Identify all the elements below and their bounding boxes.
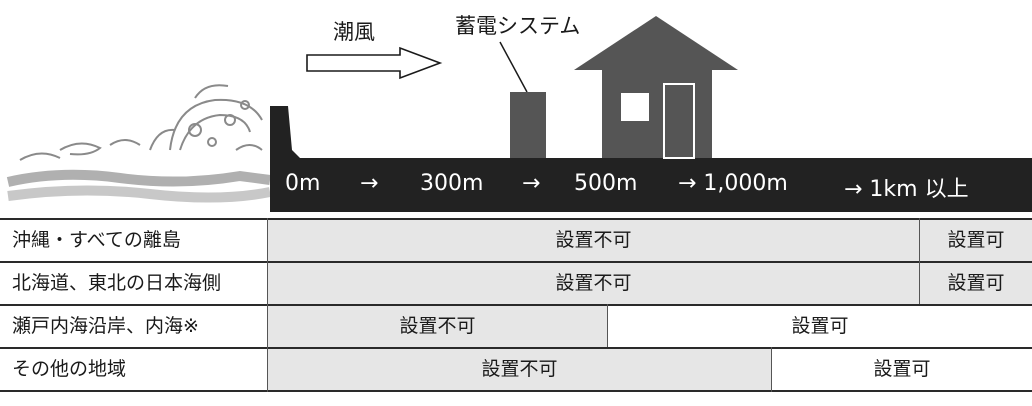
wind-arrow-icon	[306, 46, 443, 80]
allowed-cell: 設置可	[772, 349, 1032, 390]
column-divider	[267, 218, 268, 392]
forbidden-cell: 設置不可	[268, 263, 919, 304]
ground-band	[270, 158, 1032, 212]
wind-label: 潮風	[333, 20, 375, 44]
distance-tick: 500m	[574, 171, 638, 196]
distance-tick: → 1km 以上	[844, 177, 969, 202]
battery-callout-line	[499, 41, 528, 93]
battery-label: 蓄電システム	[455, 14, 581, 38]
battery-unit	[510, 92, 546, 158]
column-divider	[607, 304, 608, 347]
seawall	[270, 106, 300, 164]
table-divider	[0, 347, 1032, 349]
forbidden-cell: 設置不可	[268, 220, 919, 261]
sea-waves-icon	[6, 84, 271, 203]
table-row: 沖縄・すべての離島 設置不可 設置可	[0, 220, 1032, 261]
forbidden-cell: 設置不可	[268, 306, 607, 347]
house-icon	[574, 16, 738, 159]
table-divider	[0, 218, 1032, 220]
coastal-illustration: 潮風 蓄電システム 0m → 300m → 500m → 1,000m → 1k…	[6, 14, 1032, 212]
region-label: 瀬戸内海沿岸、内海※	[12, 315, 199, 337]
distance-tick: → 1,000m	[678, 171, 788, 196]
region-label: その他の地域	[12, 358, 127, 380]
table-divider	[0, 304, 1032, 306]
distance-arrow: →	[360, 171, 379, 196]
distance-tick: 300m	[420, 171, 484, 196]
installation-table: 沖縄・すべての離島 設置不可 設置可 北海道、東北の日本海側 設置不可 設置可 …	[0, 218, 1032, 406]
table-divider	[0, 261, 1032, 263]
forbidden-cell: 設置不可	[268, 349, 771, 390]
column-divider	[771, 347, 772, 392]
region-label: 沖縄・すべての離島	[12, 229, 181, 251]
column-divider	[919, 218, 920, 304]
table-divider	[0, 390, 1032, 392]
table-row: その他の地域 設置不可 設置可	[0, 349, 1032, 390]
distance-tick: 0m	[285, 171, 321, 196]
region-label: 北海道、東北の日本海側	[12, 272, 222, 294]
table-row: 北海道、東北の日本海側 設置不可 設置可	[0, 263, 1032, 304]
allowed-cell: 設置可	[920, 220, 1032, 261]
allowed-cell: 設置可	[920, 263, 1032, 304]
table-row: 瀬戸内海沿岸、内海※ 設置不可 設置可	[0, 306, 1032, 347]
scene-drawing	[6, 16, 1032, 212]
distance-arrow: →	[522, 171, 541, 196]
allowed-cell: 設置可	[608, 306, 1032, 347]
